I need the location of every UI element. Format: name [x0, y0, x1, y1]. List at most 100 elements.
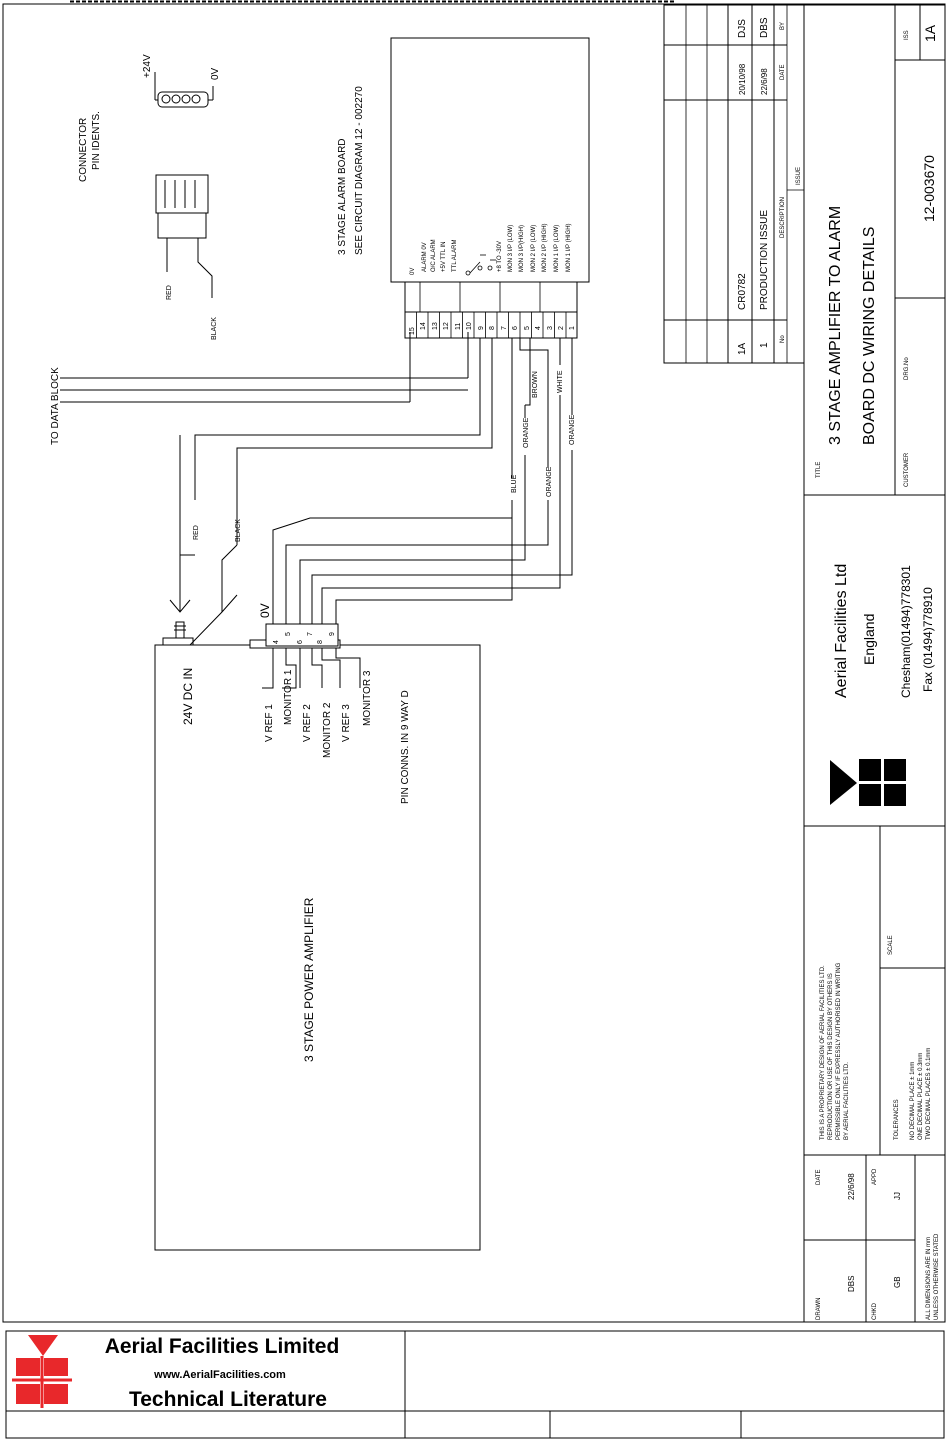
svg-text:+8 TO -30V: +8 TO -30V — [497, 241, 503, 272]
alarm-board: 3 STAGE ALARM BOARD SEE CIRCUIT DIAGRAM … — [337, 37, 590, 339]
amplifier-outline — [154, 644, 481, 1251]
svg-text:BLACK: BLACK — [235, 519, 242, 542]
alarm-zero-v: 0V — [410, 268, 416, 275]
footer-company: Aerial Facilities Limited — [105, 1335, 340, 1358]
iss-label: ISS — [904, 30, 910, 40]
svg-text:BROWN: BROWN — [532, 371, 539, 398]
connector-pin-idents: CONNECTOR PIN IDENTS. +24V 0V RED BLACK — [78, 54, 221, 340]
dc-in-label: 24V DC IN — [181, 668, 195, 725]
svg-text:TOLERANCES: TOLERANCES — [894, 1099, 900, 1140]
connector-black-label: BLACK — [211, 317, 218, 340]
svg-text:ONE DECIMAL PLACE ± 0.3mm: ONE DECIMAL PLACE ± 0.3mm — [918, 1053, 924, 1140]
svg-text:1A: 1A — [737, 342, 748, 355]
svg-text:ORANGE: ORANGE — [569, 414, 576, 445]
date-label: DATE — [780, 64, 786, 80]
company-fax: Fax (01494)778910 — [921, 587, 935, 692]
svg-text:REPRODUCTION OR USE OF THIS DE: REPRODUCTION OR USE OF THIS DESIGN BY OT… — [828, 973, 834, 1140]
company-country: England — [861, 614, 877, 665]
svg-text:ORANGE: ORANGE — [546, 466, 553, 497]
footer-logo — [12, 1335, 72, 1408]
alarm-board-title: 3 STAGE ALARM BOARD — [337, 138, 348, 255]
title-label: TITLE — [816, 462, 822, 478]
issue-label: ISSUE — [796, 167, 802, 185]
svg-text:V REF 2: V REF 2 — [302, 704, 313, 742]
amp-zero-v: 0V — [258, 603, 272, 618]
svg-text:20/10/98: 20/10/98 — [738, 63, 747, 95]
svg-text:6: 6 — [512, 326, 519, 330]
pin-conns-label: PIN CONNS. IN 9 WAY D — [400, 690, 411, 804]
svg-text:NO DECIMAL PLACE ± 1mm: NO DECIMAL PLACE ± 1mm — [910, 1062, 916, 1140]
svg-text:UNLESS OTHERWISE STATED: UNLESS OTHERWISE STATED — [934, 1233, 940, 1320]
appd-value: JJ — [893, 1192, 902, 1200]
company-name: Aerial Facilities Ltd — [833, 564, 850, 698]
plus24v-label: +24V — [142, 54, 153, 78]
appd-label: APPD — [872, 1168, 878, 1185]
svg-text:MON 3 I/P(HIGH): MON 3 I/P(HIGH) — [519, 225, 525, 272]
svg-text:MON 2 I/P (HIGH): MON 2 I/P (HIGH) — [542, 223, 548, 272]
svg-text:MON 3 I/P (LOW): MON 3 I/P (LOW) — [508, 225, 514, 272]
by-label: BY — [780, 22, 786, 30]
svg-text:DBS: DBS — [759, 17, 770, 38]
chkd-value: GB — [893, 1276, 902, 1288]
svg-text:CR0782: CR0782 — [737, 273, 748, 310]
drg-no: 12-003670 — [921, 155, 937, 222]
svg-text:4: 4 — [535, 326, 542, 330]
title-line1: 3 STAGE AMPLIFIER TO ALARM — [827, 206, 844, 445]
company-phone: Chesham(01494)778301 — [899, 565, 913, 698]
amplifier-title: 3 STAGE POWER AMPLIFIER — [302, 897, 316, 1062]
svg-text:RED: RED — [193, 525, 200, 540]
customer-label: CUSTOMER — [904, 452, 910, 487]
svg-text:13: 13 — [432, 322, 439, 330]
wire-colour-labels: RED BLACK BROWN WHITE ORANGE ORANGE ORAN… — [193, 370, 576, 542]
svg-text:5: 5 — [524, 326, 531, 330]
date-value: 22/6/98 — [847, 1173, 856, 1200]
svg-text:PRODUCTION ISSUE: PRODUCTION ISSUE — [759, 210, 770, 310]
power-amplifier: 24V DC IN 4 5 6 7 8 9 0V V REF 1 MONITOR — [154, 594, 481, 1251]
svg-text:4: 4 — [273, 640, 280, 644]
svg-text:6: 6 — [297, 640, 304, 644]
svg-text:9: 9 — [478, 326, 485, 330]
title-line2: BOARD DC WIRING DETAILS — [861, 227, 878, 445]
svg-text:MONITOR 3: MONITOR 3 — [362, 670, 373, 726]
svg-text:MONITOR 2: MONITOR 2 — [322, 702, 333, 758]
title-block: BY DATE DESCRIPTION ISSUE No 1A CR0782 2… — [663, 4, 946, 1323]
alarm-board-subtitle: SEE CIRCUIT DIAGRAM 12 - 002270 — [354, 86, 365, 255]
svg-text:WHITE: WHITE — [557, 370, 564, 393]
svg-text:14: 14 — [420, 322, 427, 330]
svg-text:TTL ALARM: TTL ALARM — [452, 240, 458, 272]
svg-text:7: 7 — [501, 326, 508, 330]
footer-url: www.AerialFacilities.com — [153, 1369, 286, 1381]
svg-text:8: 8 — [489, 326, 496, 330]
svg-text:2: 2 — [558, 326, 565, 330]
svg-text:PERMISSIBLE ONLY IF EXPRESSLY: PERMISSIBLE ONLY IF EXPRESSLY AUTHORISED… — [836, 962, 842, 1140]
svg-text:1: 1 — [569, 326, 576, 330]
svg-text:MON 1 I/P (HIGH): MON 1 I/P (HIGH) — [566, 223, 572, 272]
svg-text:7: 7 — [307, 632, 314, 636]
drawn-label: DRAWN — [816, 1298, 822, 1320]
connector-label-line2: PIN IDENTS. — [91, 111, 102, 170]
svg-text:BY AERIAL FACILITIES LTD.: BY AERIAL FACILITIES LTD. — [844, 1062, 850, 1140]
svg-text:THIS IS A PROPRIETARY DESIGN O: THIS IS A PROPRIETARY DESIGN OF AERIAL F… — [820, 965, 826, 1140]
svg-text:V REF 1: V REF 1 — [264, 704, 275, 742]
svg-text:MON 1 I/P (LOW): MON 1 I/P (LOW) — [554, 225, 560, 272]
alarm-to-amp-wires — [179, 338, 573, 640]
footer-subtitle: Technical Literature — [129, 1388, 327, 1411]
svg-text:9: 9 — [329, 632, 336, 636]
svg-text:5: 5 — [285, 632, 292, 636]
svg-text:O/C ALARM: O/C ALARM — [431, 239, 437, 272]
svg-text:1: 1 — [759, 342, 770, 348]
svg-text:22/6/98: 22/6/98 — [760, 68, 769, 95]
data-block-wires — [60, 332, 469, 403]
no-label: No — [780, 335, 786, 343]
svg-text:DJS: DJS — [737, 19, 748, 38]
scale-label: SCALE — [888, 935, 894, 955]
svg-text:10: 10 — [466, 322, 473, 330]
svg-text:ORANGE: ORANGE — [523, 417, 530, 448]
iss-value: 1A — [922, 24, 938, 42]
to-data-block-label: TO DATA BLOCK — [50, 367, 61, 445]
company-logo — [830, 759, 906, 806]
drawn-value: DBS — [847, 1276, 856, 1292]
description-label: DESCRIPTION — [780, 197, 786, 238]
drg-no-label: DRG.No — [904, 357, 910, 380]
